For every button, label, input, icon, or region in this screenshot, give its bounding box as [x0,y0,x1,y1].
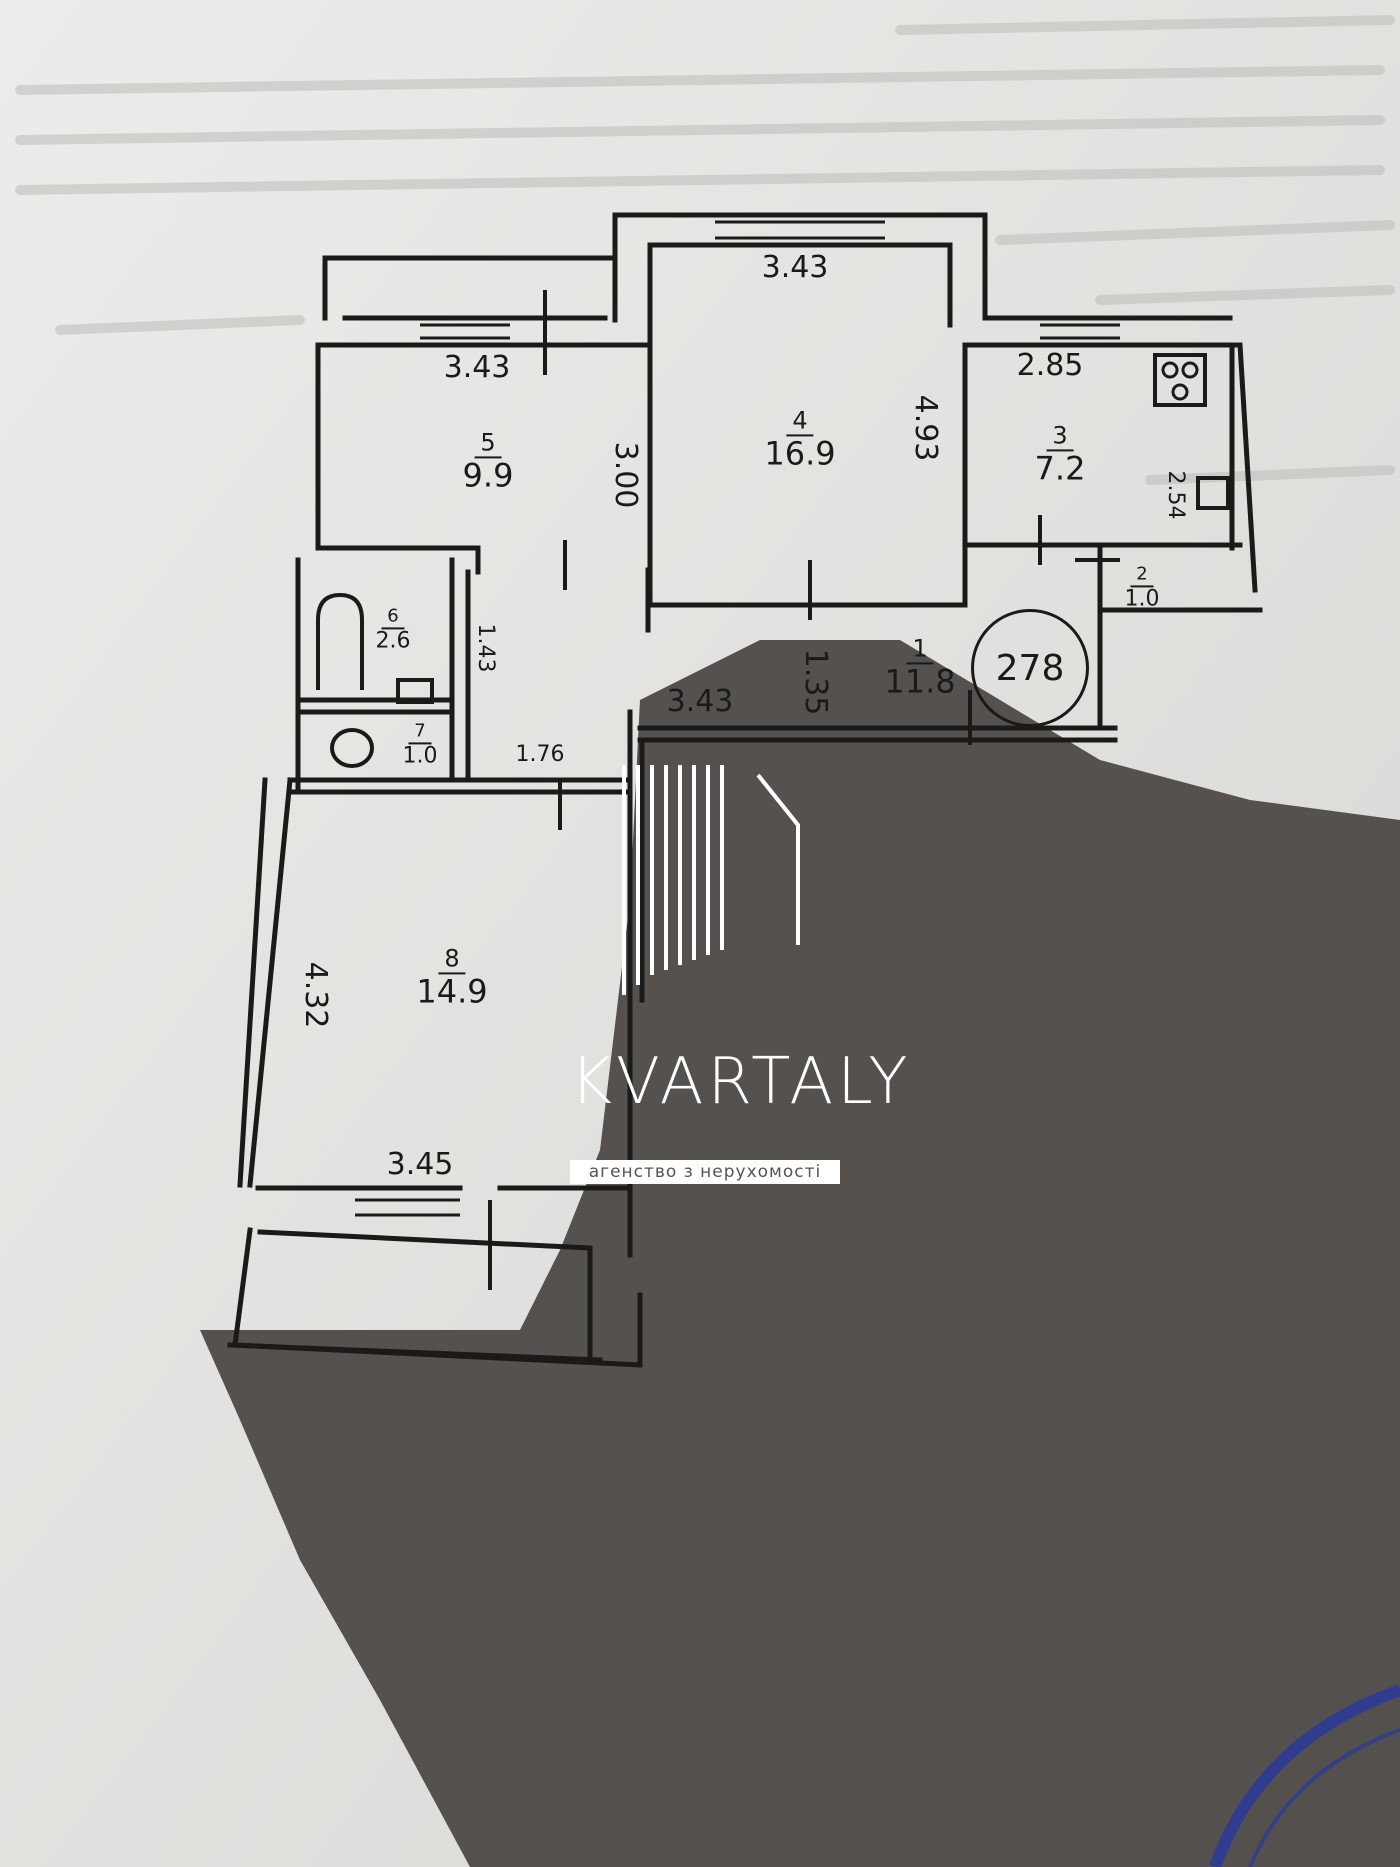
room-number: 4 [786,408,814,437]
room-number: 7 [408,722,432,745]
windows [355,220,1120,1217]
room-number: 2 [1130,565,1154,588]
room-1: 1 11.8 [884,636,955,699]
room-area: 14.9 [416,972,488,1011]
brand-tagline: агенство з нерухомості [570,1160,840,1184]
room-number: 8 [438,946,466,975]
photo-shadow [200,640,1400,1867]
dimension-label: 2.85 [1016,348,1084,383]
dimension-label: 1.76 [515,742,565,767]
dimension-label: 1.43 [473,623,498,673]
room-area: 2.6 [375,628,411,654]
dimension-label: 1.35 [798,648,833,716]
toilet-icon [330,728,374,768]
room-number: 3 [1046,423,1074,452]
room-5: 5 9.9 [463,430,514,493]
dimension-label: 3.43 [666,684,734,719]
room-area: 11.8 [884,662,956,701]
brand-name: KVARTALY [570,1045,912,1119]
faded-document-text [15,15,1395,485]
dimension-label: 3.45 [386,1147,454,1182]
kitchen-sink-icon [1196,476,1230,510]
room-number: 5 [474,430,502,459]
dimension-label: 4.32 [298,961,333,1029]
dimension-label: 3.43 [761,250,829,285]
total-area-value: 278 [995,647,1065,689]
room-number: 6 [381,607,405,630]
room-number: 1 [906,636,934,665]
room-7: 7 1.0 [403,721,438,768]
total-area-badge: 278 [971,609,1089,727]
room-area: 16.9 [764,434,836,473]
room-2: 2 1.0 [1125,564,1160,611]
room-area: 9.9 [462,456,514,495]
room-area: 1.0 [402,743,438,769]
room-6: 6 2.6 [376,606,411,653]
room-area: 7.2 [1034,449,1086,488]
dimension-label: 3.43 [443,350,511,385]
room-4: 4 16.9 [764,408,835,471]
floor-plan-walls [227,212,1263,1368]
dimension-label: 3.00 [608,441,643,509]
stamp-icon [1209,1684,1400,1867]
stove-icon [1153,353,1207,407]
dimension-label: 2.54 [1163,470,1188,520]
dimension-label: 4.93 [908,394,943,462]
room-area: 1.0 [1124,586,1160,612]
bathtub-icon [316,592,364,690]
sink-icon [396,678,434,704]
kvartaly-logo-icon [622,765,800,995]
door-marks [488,290,1120,1290]
room-8: 8 14.9 [416,946,487,1009]
room-3: 3 7.2 [1035,423,1086,486]
